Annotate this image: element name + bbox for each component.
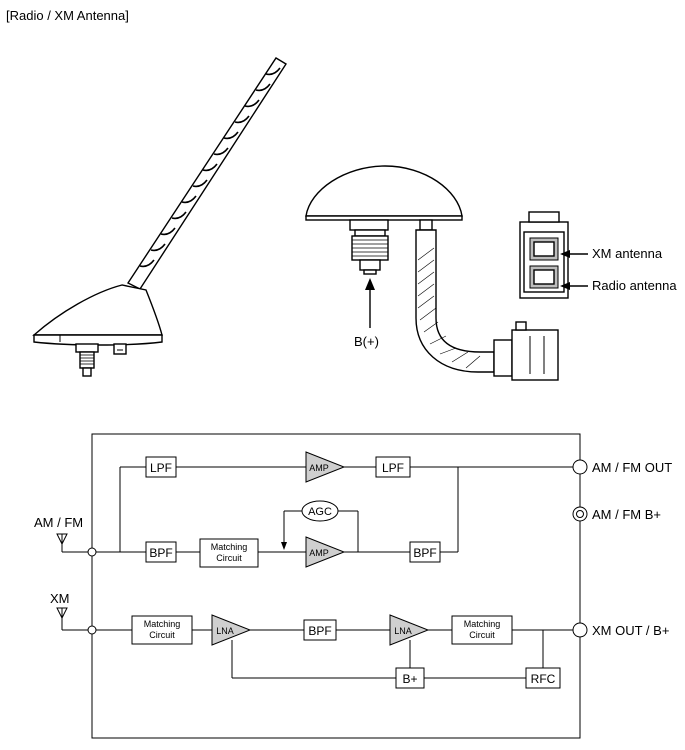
lpf-block-2-label: LPF	[382, 461, 404, 475]
block-diagram: LPF AMP LPF AGC BPF Matching Circuit AMP…	[56, 433, 588, 739]
rfc-block-label: RFC	[531, 672, 556, 686]
amp-block-2-label: AMP	[309, 548, 329, 558]
agc-block	[301, 500, 339, 522]
antenna-base-cutaway	[305, 165, 559, 381]
am-fm-input-node	[87, 547, 97, 557]
matching-circuit-block-1-label-top: Matching	[211, 542, 248, 552]
bpf-block-1-label: BPF	[149, 546, 172, 560]
lpf-block-1	[145, 456, 177, 478]
bpf-block-2	[409, 541, 441, 563]
radio-antenna-label: Radio antenna	[592, 278, 677, 293]
lna-block-1	[211, 614, 252, 646]
am-fm-out-terminal	[572, 459, 588, 475]
lna-block-2	[389, 614, 430, 646]
xm-input-label: XM	[50, 591, 70, 606]
lpf-block-2	[375, 456, 411, 478]
xm-input-node	[87, 625, 97, 635]
amp-block-2	[305, 536, 346, 568]
lpf-block-1-label: LPF	[150, 461, 172, 475]
rfc-block	[525, 667, 561, 689]
bplus-block-label: B+	[402, 672, 417, 686]
amp-block-1-label: AMP	[309, 463, 329, 473]
matching-circuit-block-1-label-bottom: Circuit	[216, 553, 242, 563]
page-title: [Radio / XM Antenna]	[6, 8, 129, 23]
matching-circuit-block-2-label-bottom: Circuit	[149, 630, 175, 640]
agc-block-label: AGC	[308, 506, 332, 518]
bplus-label: B(+)	[354, 334, 379, 349]
amp-block-1	[305, 451, 346, 483]
am-fm-input-label: AM / FM	[34, 515, 83, 530]
matching-circuit-block-1	[199, 538, 259, 568]
matching-circuit-block-2	[131, 615, 193, 645]
whip-antenna-illustration	[32, 57, 287, 377]
am-fm-bplus-terminal-inner	[576, 510, 584, 518]
lna-block-1-label: LNA	[216, 626, 234, 636]
am-fm-out-label: AM / FM OUT	[592, 460, 672, 475]
bplus-block	[395, 667, 425, 689]
bpf-block-3-label: BPF	[308, 624, 331, 638]
xm-out-label: XM OUT / B+	[592, 623, 669, 638]
am-fm-bplus-label: AM / FM B+	[592, 507, 661, 522]
am-fm-antenna-icon	[56, 533, 88, 553]
xm-antenna-label: XM antenna	[592, 246, 663, 261]
bpf-block-3	[303, 619, 337, 641]
connector-face	[519, 211, 588, 299]
matching-circuit-block-3-label-bottom: Circuit	[469, 630, 495, 640]
matching-circuit-block-3-label-top: Matching	[464, 619, 501, 629]
xm-out-terminal	[572, 622, 588, 638]
lna-block-2-label: LNA	[394, 626, 412, 636]
matching-circuit-block-2-label-top: Matching	[144, 619, 181, 629]
bpf-block-1	[145, 541, 177, 563]
matching-circuit-block-3	[451, 615, 513, 645]
bpf-block-2-label: BPF	[413, 546, 436, 560]
xm-antenna-icon	[56, 607, 88, 631]
